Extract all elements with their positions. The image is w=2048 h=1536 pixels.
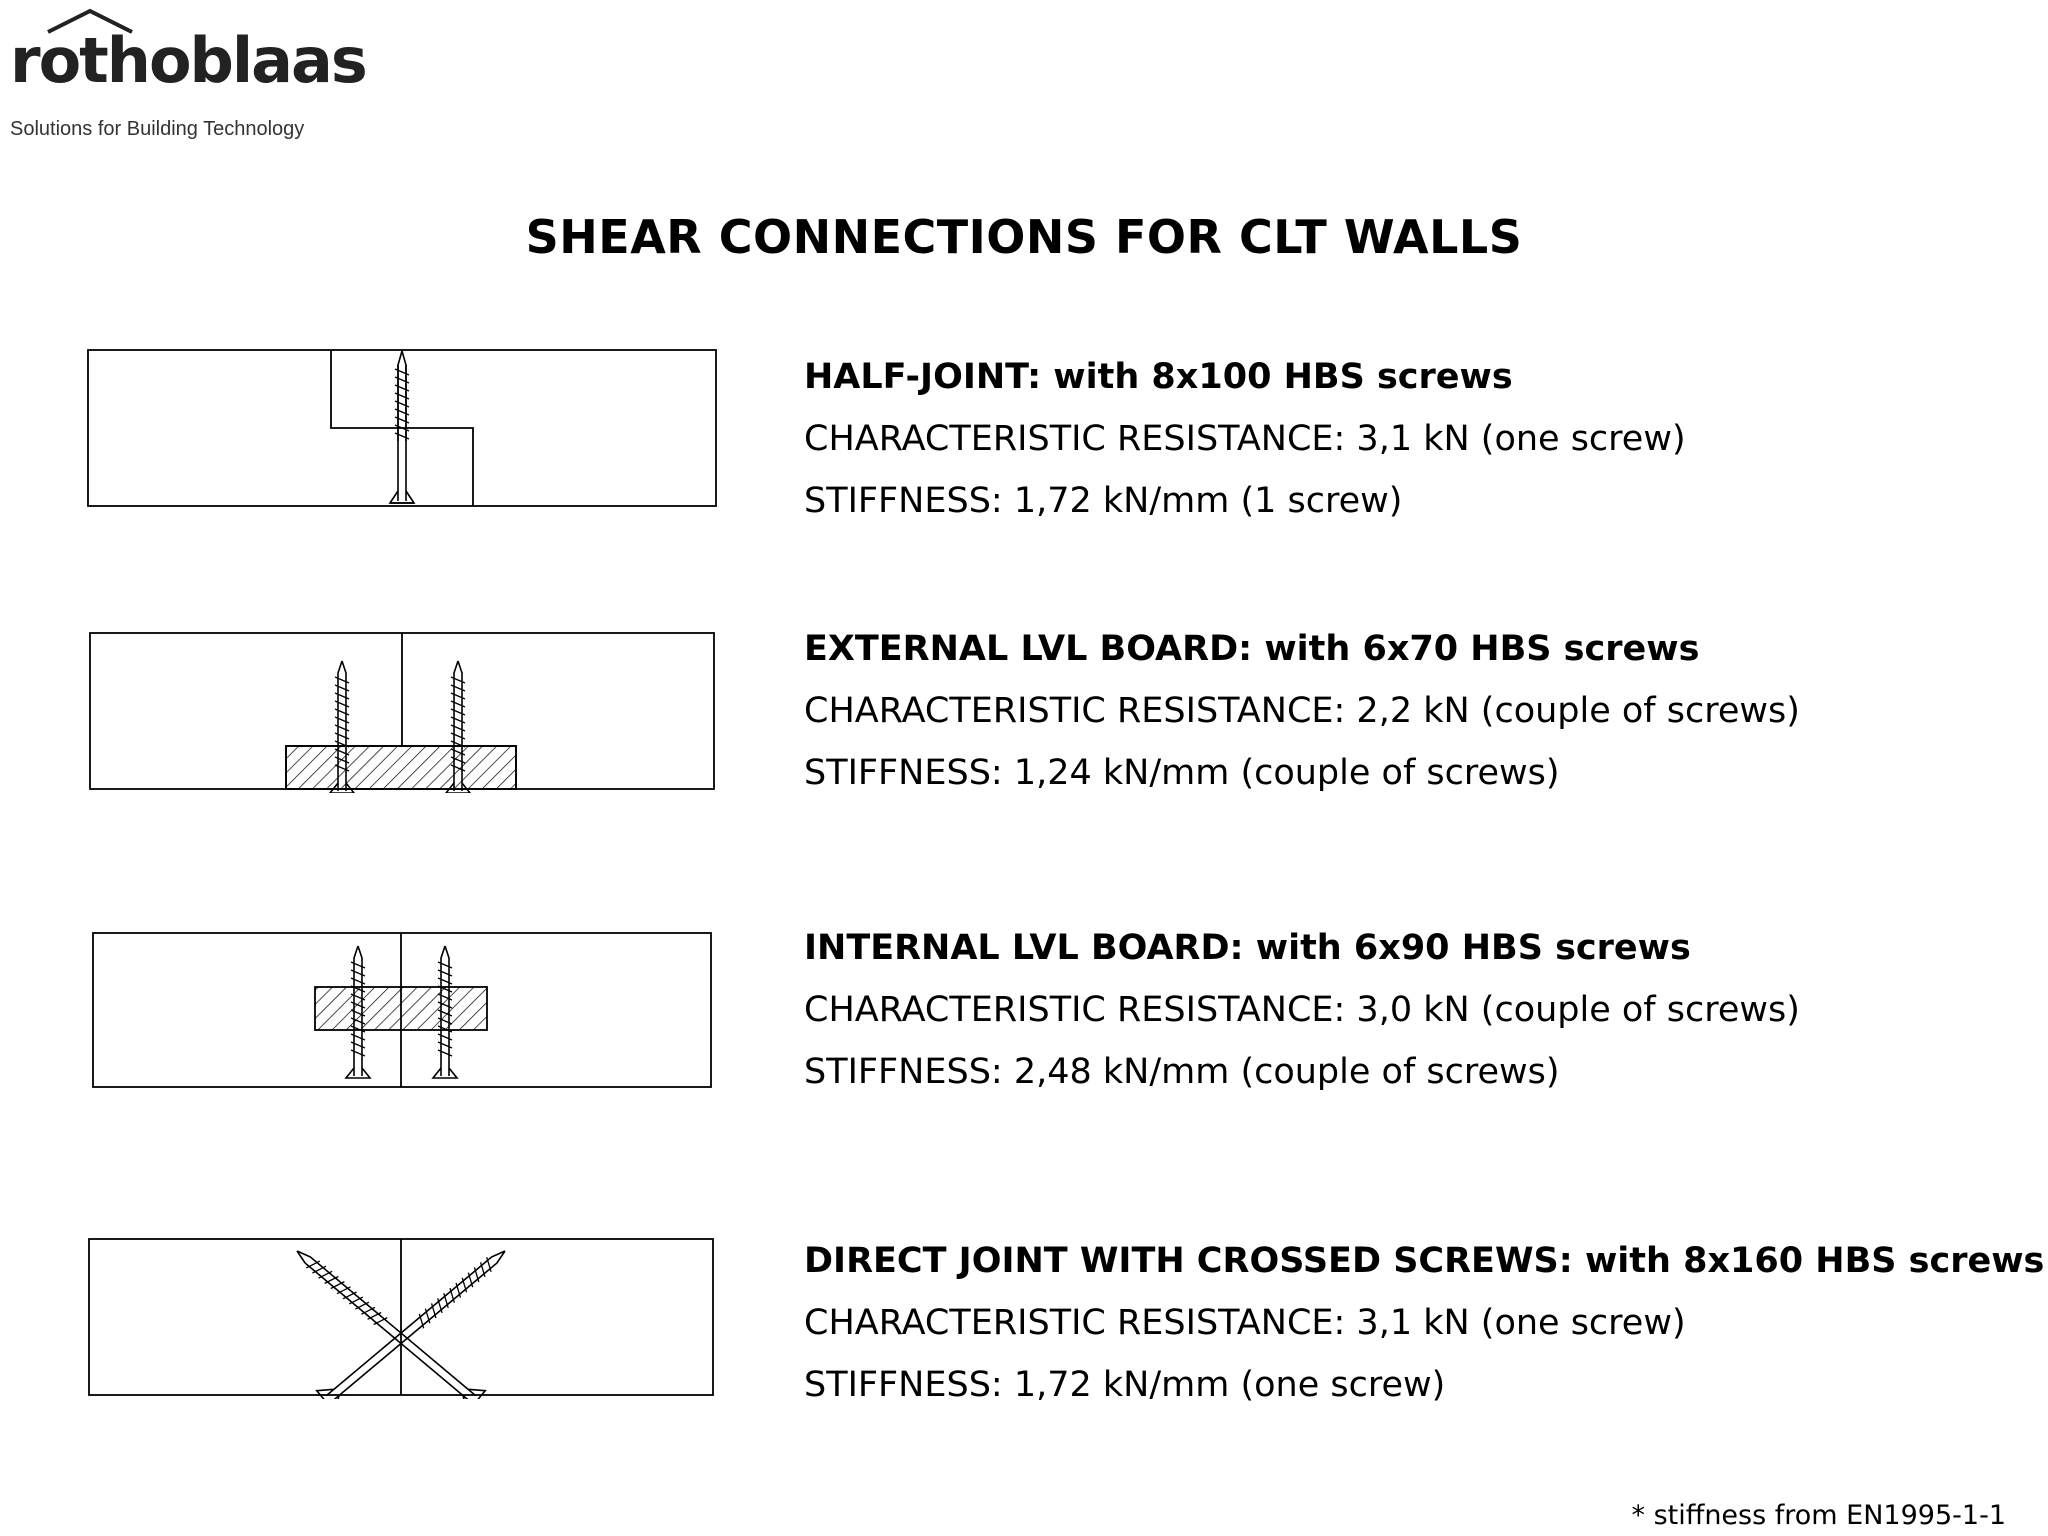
crossed-screws-diagram [88, 1238, 714, 1399]
brand-tagline: Solutions for Building Technology [10, 118, 305, 140]
connection-stiffness: STIFFNESS: 1,24 kN/mm (couple of screws) [804, 753, 1560, 793]
connection-heading: HALF-JOINT: with 8x100 HBS screws [804, 357, 1513, 397]
connection-internal-lvl: INTERNAL LVL BOARD: with 6x90 HBS screws… [804, 928, 1800, 1092]
connection-resistance: CHARACTERISTIC RESISTANCE: 3,1 kN (one s… [804, 1303, 1686, 1343]
screw-icon [287, 1239, 487, 1399]
connection-resistance: CHARACTERISTIC RESISTANCE: 2,2 kN (coupl… [804, 691, 1800, 731]
connection-stiffness: STIFFNESS: 1,72 kN/mm (1 screw) [804, 481, 1403, 521]
connection-external-lvl: EXTERNAL LVL BOARD: with 6x70 HBS screws… [804, 629, 1800, 793]
half-joint-diagram [87, 349, 717, 507]
rothoblaas-logo: rothoblaas Solutions for Building Techno… [8, 8, 368, 148]
brand-name: rothoblaas [10, 24, 368, 97]
connection-crossed-screws: DIRECT JOINT WITH CROSSED SCREWS: with 8… [804, 1241, 2044, 1405]
connection-resistance: CHARACTERISTIC RESISTANCE: 3,1 kN (one s… [804, 419, 1686, 459]
page-title: SHEAR CONNECTIONS FOR CLT WALLS [525, 210, 1523, 264]
connection-stiffness: STIFFNESS: 2,48 kN/mm (couple of screws) [804, 1052, 1560, 1092]
house-roof-icon [47, 8, 133, 34]
connection-heading: INTERNAL LVL BOARD: with 6x90 HBS screws [804, 928, 1691, 968]
connection-heading: EXTERNAL LVL BOARD: with 6x70 HBS screws [804, 629, 1700, 669]
connection-stiffness: STIFFNESS: 1,72 kN/mm (one screw) [804, 1365, 1446, 1405]
external-lvl-diagram [89, 632, 715, 793]
screw-icon [315, 1239, 515, 1399]
connection-heading: DIRECT JOINT WITH CROSSED SCREWS: with 8… [804, 1241, 2045, 1281]
internal-lvl-diagram [92, 932, 712, 1088]
footnote: * stiffness from EN1995-1-1 [1631, 1500, 2006, 1531]
screw-icon [389, 350, 415, 504]
connection-resistance: CHARACTERISTIC RESISTANCE: 3,0 kN (coupl… [804, 990, 1800, 1030]
connection-half-joint: HALF-JOINT: with 8x100 HBS screws CHARAC… [804, 357, 1686, 521]
